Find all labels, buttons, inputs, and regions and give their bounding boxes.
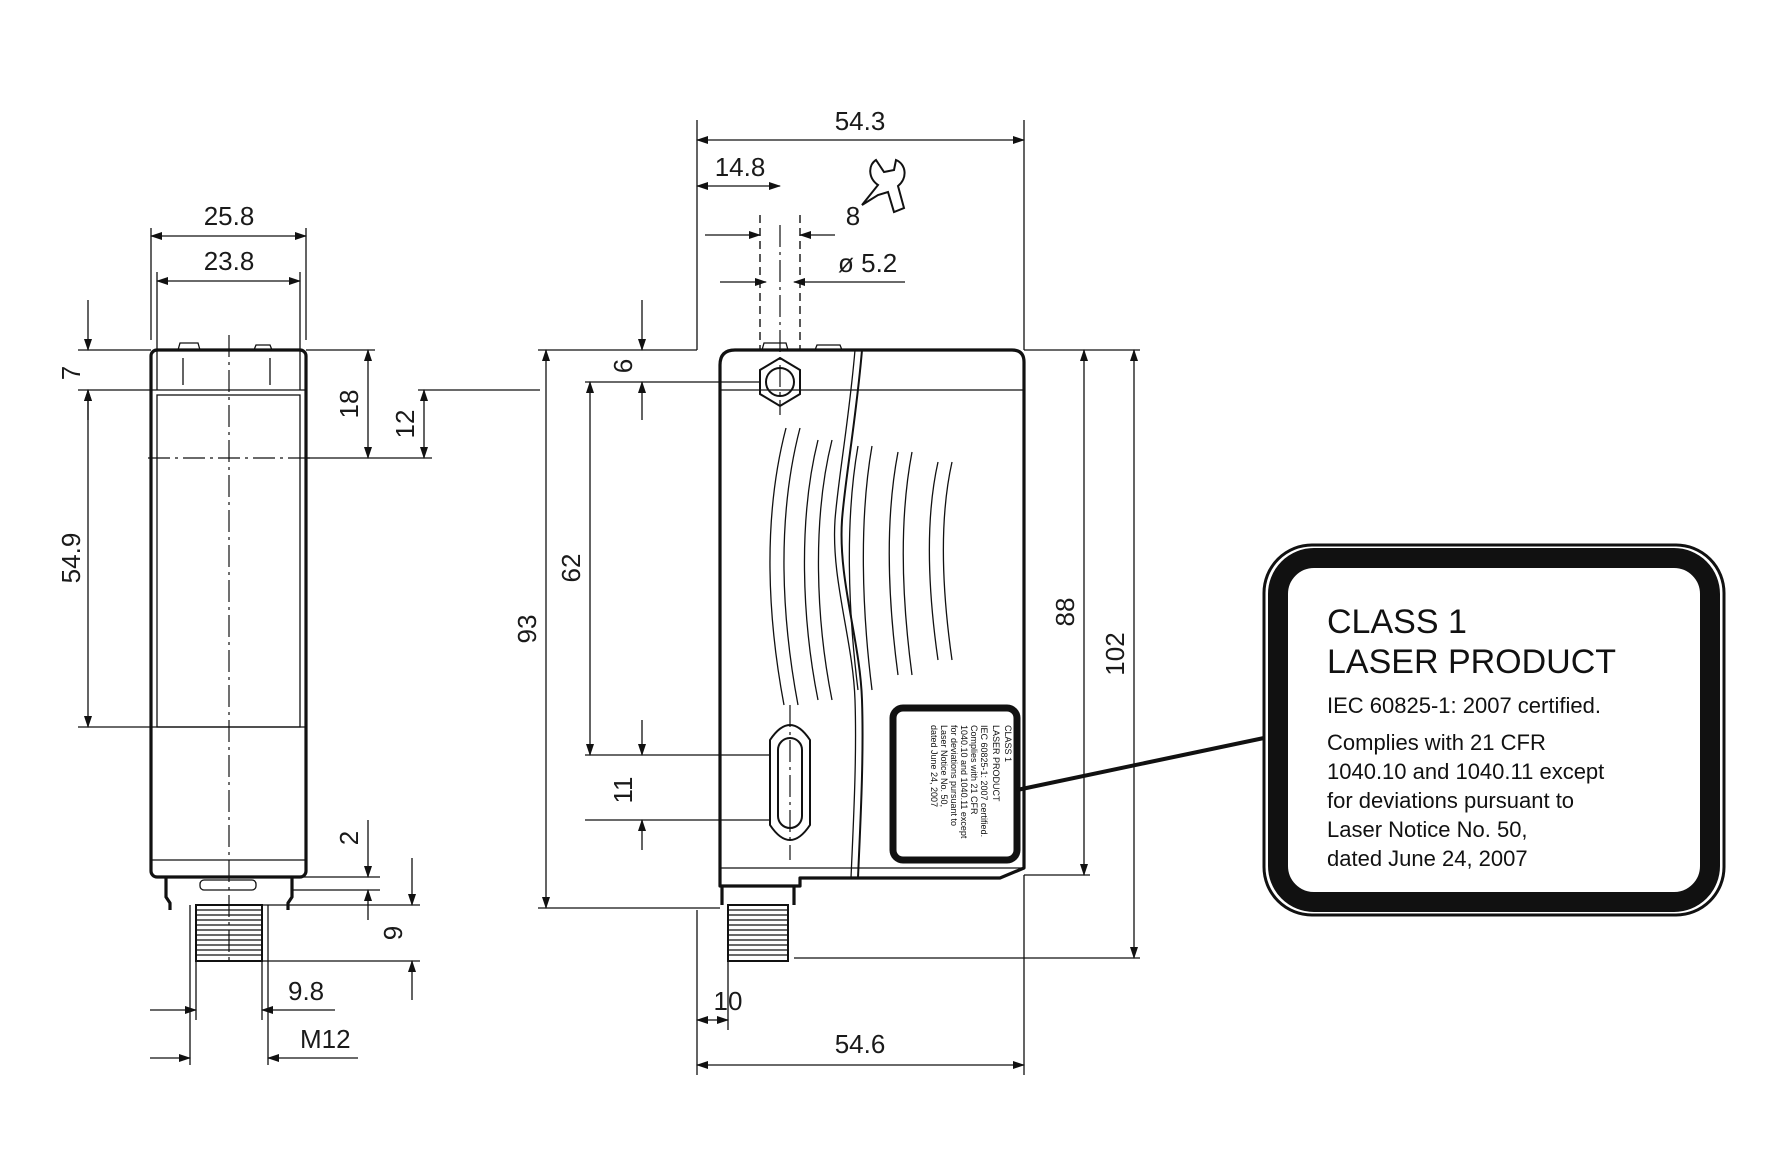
dim-6: 6 bbox=[608, 359, 638, 373]
dim-11: 11 bbox=[608, 777, 638, 804]
side-view: 25.8 23.8 7 54.9 18 12 2 9 bbox=[56, 201, 540, 1065]
front-connector bbox=[720, 886, 796, 962]
svg-text:for deviations pursuant to: for deviations pursuant to bbox=[949, 725, 959, 826]
dim-9-8: 9.8 bbox=[288, 976, 324, 1006]
svg-text:Complies with 21 CFR: Complies with 21 CFR bbox=[969, 725, 979, 815]
dim-wrench-8: 8 bbox=[846, 201, 860, 231]
dim-10: 10 bbox=[714, 986, 743, 1016]
dim-25-8: 25.8 bbox=[204, 201, 255, 231]
dim-54-6: 54.6 bbox=[835, 1029, 886, 1059]
dim-54-9: 54.9 bbox=[56, 533, 86, 584]
dim-hole-5-2: ø 5.2 bbox=[838, 248, 897, 278]
dim-14-8: 14.8 bbox=[715, 152, 766, 182]
svg-text:dated June 24, 2007: dated June 24, 2007 bbox=[929, 725, 939, 807]
dim-2: 2 bbox=[334, 831, 364, 845]
svg-text:1040.10 and 1040.11 except: 1040.10 and 1040.11 except bbox=[959, 725, 969, 839]
svg-text:Laser Notice No. 50,: Laser Notice No. 50, bbox=[939, 725, 949, 807]
dim-23-8: 23.8 bbox=[204, 246, 255, 276]
dim-62: 62 bbox=[556, 554, 586, 583]
label-leader-line bbox=[1016, 736, 1265, 792]
dim-88: 88 bbox=[1050, 598, 1080, 627]
dim-102: 102 bbox=[1100, 632, 1130, 675]
dim-9: 9 bbox=[378, 926, 408, 940]
laser-warning-label: CLASS 1 LASER PRODUCT IEC 60825-1: 2007 … bbox=[1262, 543, 1726, 917]
dim-54-3: 54.3 bbox=[835, 106, 886, 136]
label-class: CLASS 1 bbox=[1327, 603, 1467, 641]
front-housing bbox=[718, 348, 1026, 888]
label-iec: IEC 60825-1: 2007 certified. bbox=[1327, 693, 1601, 718]
svg-text:CLASS 1: CLASS 1 bbox=[1003, 725, 1013, 762]
dim-93: 93 bbox=[512, 615, 542, 644]
label-complies: Complies with 21 CFR bbox=[1327, 730, 1546, 755]
label-notice: Laser Notice No. 50, bbox=[1327, 817, 1528, 842]
small-laser-label: CLASS 1 LASER PRODUCT IEC 60825-1: 2007 … bbox=[889, 704, 1021, 864]
label-date: dated June 24, 2007 bbox=[1327, 846, 1528, 871]
svg-text:LASER PRODUCT: LASER PRODUCT bbox=[991, 725, 1001, 802]
dim-18: 18 bbox=[334, 390, 364, 419]
label-cfr: 1040.10 and 1040.11 except bbox=[1327, 759, 1604, 784]
svg-text:IEC 60825-1: 2007 certified.: IEC 60825-1: 2007 certified. bbox=[979, 725, 989, 837]
dim-12: 12 bbox=[390, 410, 420, 439]
label-product: LASER PRODUCT bbox=[1327, 643, 1616, 681]
dim-m12: M12 bbox=[300, 1024, 351, 1054]
dim-7: 7 bbox=[56, 366, 86, 380]
label-deviations: for deviations pursuant to bbox=[1327, 788, 1574, 813]
wrench-icon bbox=[861, 158, 906, 214]
front-view: 54.3 14.8 8 ø 5.2 6 62 11 93 bbox=[512, 106, 1265, 1075]
